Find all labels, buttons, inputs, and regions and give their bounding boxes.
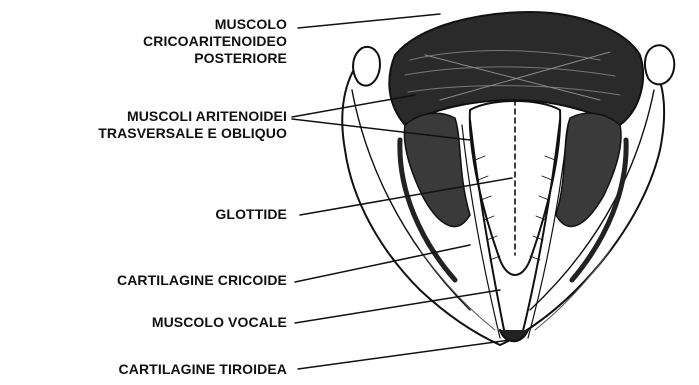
- label-muscoli-aritenoidei: MUSCOLI ARITENOIDEI TRASVERSALE E OBLIQU…: [98, 108, 287, 142]
- label-cartilagine-cricoide: CARTILAGINE CRICOIDE: [117, 272, 287, 289]
- label-line: MUSCOLO: [143, 16, 287, 33]
- label-line: TRASVERSALE E OBLIQUO: [98, 125, 287, 142]
- right-horn: [645, 45, 674, 84]
- leader-tiroidea: [298, 340, 510, 369]
- label-muscolo-vocale: MUSCOLO VOCALE: [152, 314, 287, 331]
- label-glottide: GLOTTIDE: [215, 206, 287, 223]
- label-line: POSTERIORE: [143, 50, 287, 67]
- label-line: CRICOARITENOIDEO: [143, 33, 287, 50]
- label-muscolo-cricoaritenoideo: MUSCOLO CRICOARITENOIDEO POSTERIORE: [143, 16, 287, 67]
- leader-cricoaritenoideo: [298, 14, 440, 28]
- label-line: MUSCOLI ARITENOIDEI: [98, 108, 287, 125]
- label-cartilagine-tiroidea: CARTILAGINE TIROIDEA: [119, 361, 287, 378]
- leader-vocale: [295, 290, 500, 323]
- anterior-commissure: [500, 330, 528, 341]
- right-arytenoid: [556, 113, 621, 226]
- left-horn: [353, 47, 380, 86]
